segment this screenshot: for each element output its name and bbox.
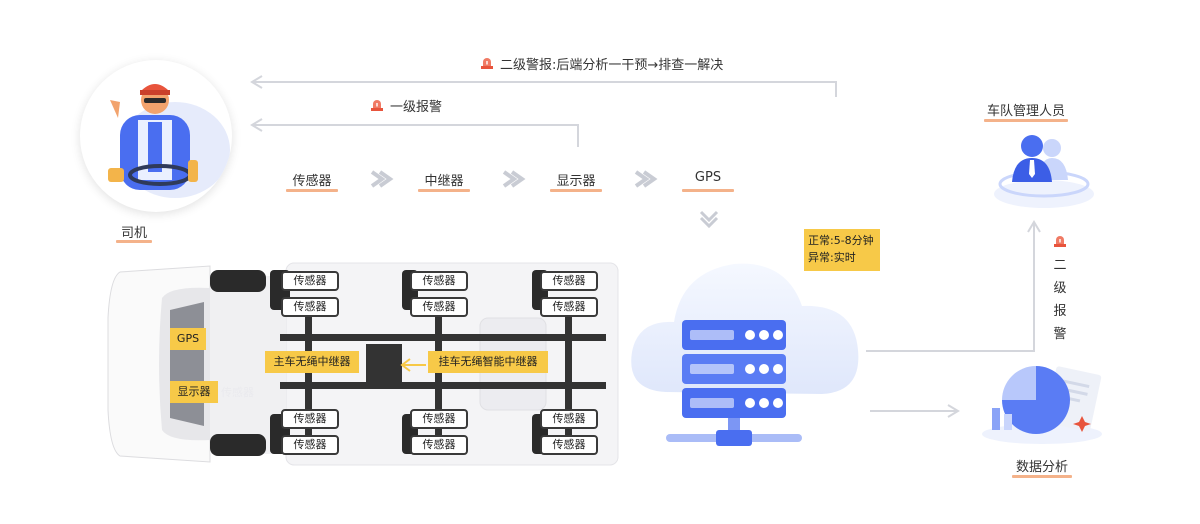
sensor-tag: 传感器: [540, 271, 598, 291]
fleet-label: 车队管理人员: [986, 104, 1065, 119]
sensor-tag: 传感器: [281, 297, 339, 317]
status-box: 正常:5-8分钟 异常:实时: [804, 229, 880, 271]
sensor-tag: 传感器: [410, 297, 468, 317]
truck-gps-tag: GPS: [170, 328, 206, 350]
flow-item-gps: GPS: [694, 170, 722, 185]
alarm-icon-level2-vertical: [1054, 236, 1066, 247]
flow-chevron-3: [634, 170, 658, 188]
flow-item-relay: 中继器: [424, 174, 464, 189]
truck-display-tag: 显示器: [170, 381, 218, 403]
level1-alarm-text: 一级报警: [390, 100, 443, 115]
flow-chevron-2: [502, 170, 526, 188]
level2-vertical-char: 警: [1053, 327, 1067, 342]
sensor-tag: 传感器: [410, 271, 468, 291]
status-normal-text: 正常:5-8分钟: [808, 234, 874, 247]
level2-vertical-char: 级: [1053, 281, 1067, 296]
driver-avatar: [80, 60, 232, 212]
flow-underline-display: [550, 189, 602, 192]
flow-underline-sensor: [286, 189, 338, 192]
alarm-icon-level2: [481, 58, 493, 69]
data-analysis-icon: [982, 366, 1102, 444]
level2-alarm-text: 二级警报:后端分析一干预→排查一解决: [500, 58, 724, 73]
sensor-tag: 传感器: [540, 409, 598, 429]
level2-vertical-char: 报: [1053, 304, 1067, 319]
sensor-tag: 传感器: [281, 409, 339, 429]
sensor-tag: 传感器: [410, 435, 468, 455]
driver-illustration: [108, 84, 230, 198]
trailer-relay-tag: 挂车无绳智能中继器: [428, 351, 548, 373]
sensor-tag: 传感器: [540, 435, 598, 455]
fleet-manager-icon: [994, 135, 1094, 208]
analysis-label-underline: [1012, 475, 1072, 478]
driver-label-underline: [116, 240, 152, 243]
driver-label: 司机: [120, 226, 147, 241]
sensor-tag: 传感器: [410, 409, 468, 429]
sensor-tag: 传感器: [281, 271, 339, 291]
flow-item-display: 显示器: [556, 174, 596, 189]
truck-display-ghost-text: 传感器: [221, 386, 254, 399]
flow-item-sensor: 传感器: [292, 174, 332, 189]
status-abnormal-text: 异常:实时: [808, 251, 856, 264]
alarm-icon-level1: [371, 100, 383, 111]
fleet-label-underline: [984, 119, 1068, 122]
analysis-label: 数据分析: [1015, 460, 1068, 475]
main-relay-tag: 主车无绳中继器: [265, 351, 359, 373]
sensor-tag: 传感器: [281, 435, 339, 455]
flow-chevron-1: [370, 170, 394, 188]
flow-underline-relay: [418, 189, 470, 192]
level2-vertical-char: 二: [1053, 258, 1067, 273]
gps-down-chevron: [699, 210, 719, 229]
sensor-tag: 传感器: [540, 297, 598, 317]
cloud-server: [631, 263, 859, 446]
flow-underline-gps: [682, 189, 734, 192]
